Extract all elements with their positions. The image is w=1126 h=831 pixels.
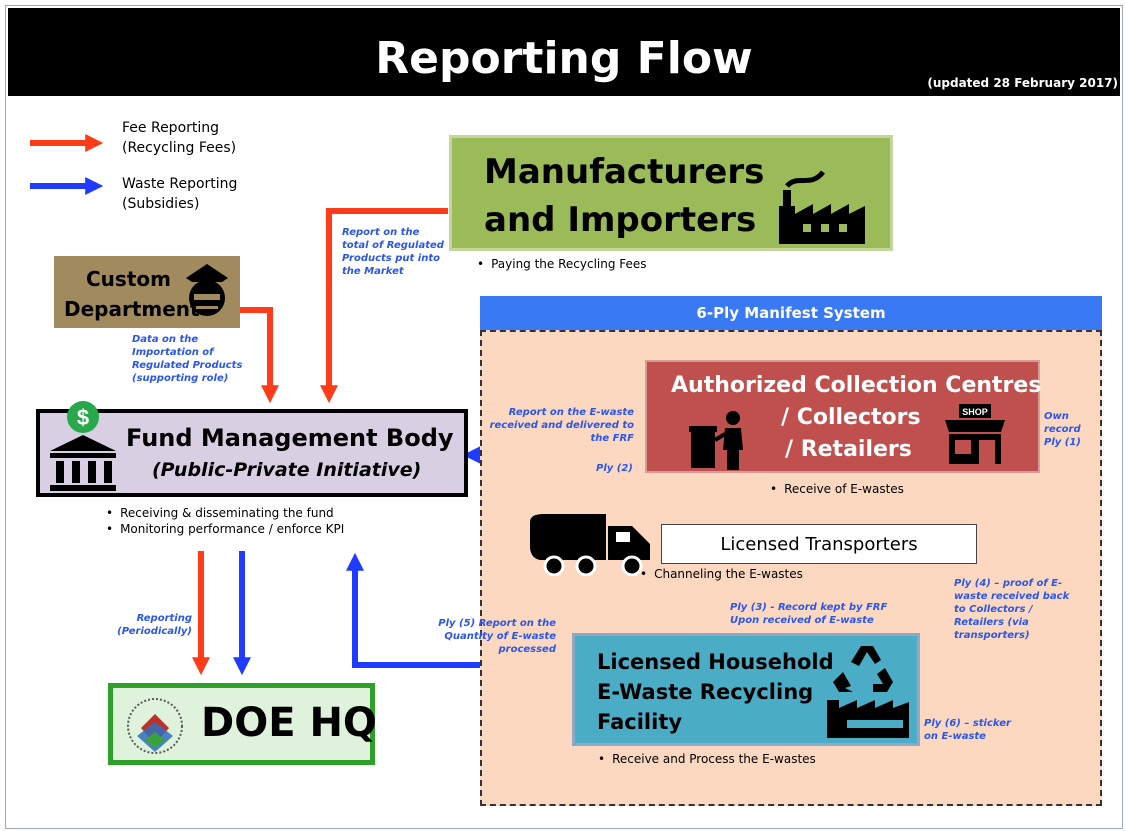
- facility-subtitle-1: E-Waste Recycling: [597, 680, 814, 704]
- facility-subtitle-2: Facility: [597, 710, 683, 734]
- legend-fee-line1: Fee Reporting: [122, 120, 220, 136]
- manufacturers-to-fund-arrow: [320, 208, 448, 404]
- annotation-ply3: Ply (3) - Record kept by FRF Upon receiv…: [730, 602, 888, 626]
- recycling-factory-icon: [827, 646, 909, 738]
- doe-label: DOE HQ: [201, 700, 377, 746]
- manufacturers-title: Manufacturers: [484, 152, 765, 192]
- shop-sign-text: SHOP: [962, 407, 988, 417]
- svg-text:$: $: [77, 405, 89, 430]
- annotation-ply2: Ply (2): [596, 463, 633, 474]
- fund-subtitle: (Public-Private Initiative): [152, 459, 422, 481]
- dollar-coin-icon: $: [67, 401, 99, 433]
- custom-department-box: Custom Department: [54, 256, 240, 328]
- transporters-label: Licensed Transporters: [720, 534, 918, 555]
- fund-title: Fund Management Body: [126, 424, 454, 452]
- manifest-header: 6-Ply Manifest System: [480, 296, 1102, 330]
- fund-bullet-2: Monitoring performance / enforce KPI: [106, 521, 344, 537]
- police-officer-icon: [186, 264, 228, 316]
- annotation-report-ewaste: Report on the E-waste received and deliv…: [489, 407, 634, 444]
- facility-title: Licensed Household: [597, 650, 834, 674]
- manufacturers-box: Manufacturers and Importers: [449, 135, 893, 251]
- manufacturers-bullet: Paying the Recycling Fees: [477, 256, 646, 272]
- collection-centres-box: Authorized Collection Centres / Collecto…: [645, 360, 1042, 473]
- manifest-header-title: 6-Ply Manifest System: [696, 304, 886, 322]
- annotation-report-total: Report on the total of Regulated Product…: [342, 227, 444, 277]
- custom-to-fund-arrow: [240, 307, 279, 404]
- legend-waste-line1: Waste Reporting: [122, 176, 238, 192]
- custom-subtitle: Department: [64, 297, 200, 321]
- fund-bullet-1: Receiving & disseminating the fund: [106, 505, 334, 521]
- annotation-data-import: Data on the Importation of Regulated Pro…: [132, 334, 243, 384]
- legend-fee-line2: (Recycling Fees): [122, 140, 237, 156]
- updated-date: (updated 28 February 2017): [927, 76, 1118, 90]
- annotation-ply4: Ply (4) – proof of E- waste received bac…: [954, 578, 1070, 641]
- acc-subtitle-1: / Collectors: [781, 405, 921, 430]
- acc-subtitle-2: / Retailers: [785, 437, 912, 462]
- annotation-ply6: Ply (6) – sticker on E-waste: [924, 718, 1011, 742]
- fund-management-box: Fund Management Body (Public-Private Ini…: [36, 409, 468, 497]
- licensed-transporters-box: Licensed Transporters: [661, 524, 977, 564]
- acc-bullet: Receive of E-wastes: [770, 481, 904, 497]
- bank-icon: [50, 435, 116, 491]
- doe-hq-box: DOE HQ: [108, 683, 377, 765]
- recycling-facility-box: Licensed Household E-Waste Recycling Fac…: [572, 633, 920, 746]
- collector-person-icon: [689, 411, 743, 470]
- title-bar: Reporting Flow (updated 28 February 2017…: [8, 8, 1120, 96]
- annotation-ply5: Ply (5) Report on the Quantity of E-wast…: [438, 618, 556, 655]
- shop-icon: SHOP: [945, 404, 1005, 464]
- annotation-reporting: Reporting (Periodically): [117, 613, 192, 637]
- annotation-own-record: Own record Ply (1): [1044, 411, 1081, 448]
- acc-title: Authorized Collection Centres: [671, 373, 1042, 398]
- legend-waste-line2: (Subsidies): [122, 196, 200, 212]
- manufacturers-subtitle: and Importers: [484, 200, 757, 240]
- factory-icon: [779, 170, 865, 244]
- facility-bullet: Receive and Process the E-wastes: [598, 751, 816, 767]
- truck-icon: [530, 514, 650, 576]
- transporters-bullet: Channeling the E-wastes: [640, 566, 803, 582]
- page-title: Reporting Flow: [375, 33, 753, 84]
- doe-logo-icon: [127, 698, 183, 754]
- custom-title: Custom: [86, 267, 171, 291]
